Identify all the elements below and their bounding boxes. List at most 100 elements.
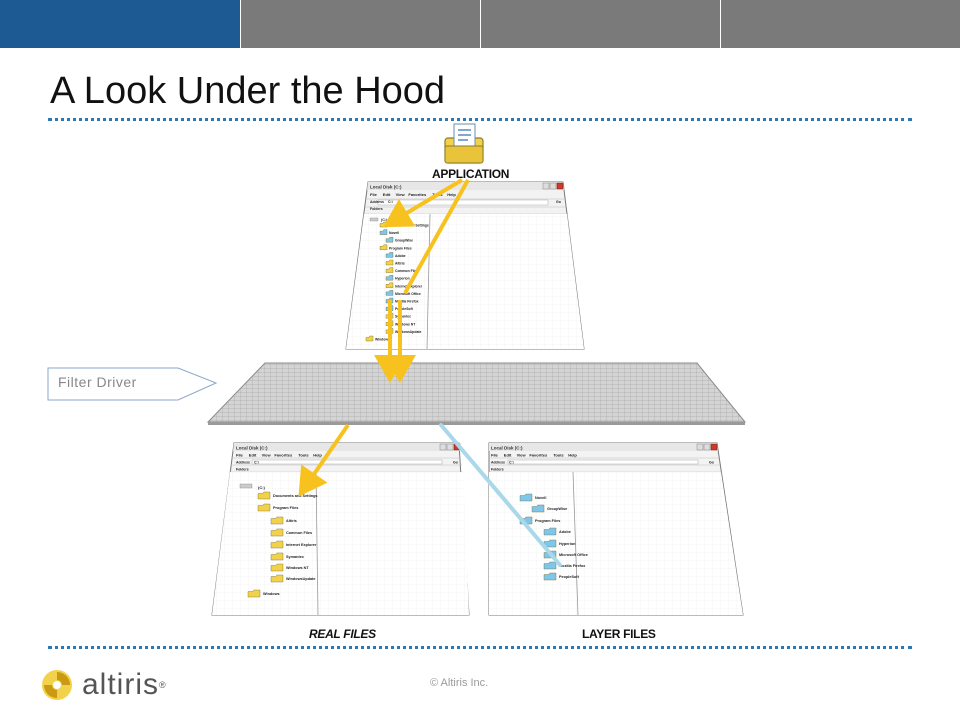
- real-files-window: [211, 442, 470, 616]
- menu-item: Edit: [249, 453, 257, 458]
- tree-item: Windows: [375, 338, 390, 342]
- folder-icon: [247, 589, 261, 598]
- tree-item: GroupWise: [547, 507, 567, 511]
- folder-icon: [257, 503, 271, 512]
- tree-item: WindowsUpdate: [286, 577, 316, 581]
- folder-icon: [270, 574, 284, 583]
- tree-item: PeopleSoft: [559, 575, 580, 579]
- tree-item: Novell: [535, 496, 546, 500]
- layer-files-window: [488, 442, 744, 616]
- tree-item: Documents and Settings: [273, 494, 318, 498]
- real-window-title: Local Disk (C:): [236, 446, 268, 451]
- tree-item: WindowsUpdate: [395, 330, 421, 334]
- app-to-folder-arrow: [383, 178, 464, 228]
- layer-files-label: LAYER FILES: [582, 627, 656, 641]
- altiris-swirl-icon: [42, 670, 72, 700]
- filter-driver-plane: [206, 362, 747, 425]
- menu-item: Tools: [553, 453, 564, 458]
- address-value: C:\: [254, 461, 259, 465]
- menu-item: Favorites: [408, 192, 427, 197]
- folder-icon: [531, 504, 545, 513]
- address-value: C:\: [509, 461, 514, 465]
- tree-item: Altiris: [395, 262, 405, 266]
- menu-item: Tools: [298, 453, 309, 458]
- go-button-label: Go: [556, 200, 561, 204]
- folder-icon: [385, 259, 394, 266]
- menu-item: Favorites: [529, 453, 548, 458]
- folder-icon: [385, 290, 394, 296]
- folder-icon: [543, 527, 557, 536]
- tree-item: Microsoft Office: [395, 292, 421, 296]
- tree-item: PeopleSoft: [395, 307, 414, 311]
- layer-files-arrow: [439, 423, 562, 567]
- menu-item: File: [491, 453, 499, 458]
- tree-root: (C:): [258, 485, 266, 490]
- tree-item: Program Files: [535, 519, 560, 523]
- tree-item: Program Files: [273, 506, 298, 510]
- layer-window-title: Local Disk (C:): [491, 446, 523, 451]
- go-button-label: Go: [709, 461, 714, 465]
- tree-item: Program Files: [389, 246, 412, 250]
- folder-icon: [385, 275, 394, 281]
- folders-header: Folders: [236, 468, 249, 472]
- application-label: APPLICATION: [432, 167, 510, 181]
- tree-item: Windows: [263, 592, 280, 596]
- address-label: Address: [491, 461, 505, 465]
- tree-item: Common Files: [286, 531, 312, 535]
- application-icon: [444, 123, 484, 164]
- top-bar-blue-segment: [0, 0, 240, 48]
- tree-item: Adobe: [395, 254, 406, 258]
- top-bar-gray-segment-3: [721, 0, 960, 48]
- folder-icon: [257, 491, 271, 500]
- tree-item: Novell: [389, 231, 399, 235]
- folder-icon: [270, 516, 284, 525]
- tree-item: Adobe: [559, 530, 571, 534]
- go-button-label: Go: [453, 461, 458, 465]
- folder-icon: [365, 335, 374, 342]
- folder-icon: [270, 540, 284, 549]
- folder-icon: [379, 229, 388, 235]
- tree-item: Documents and Settings: [389, 224, 429, 228]
- menu-item: Help: [447, 192, 456, 197]
- menu-item: File: [370, 192, 378, 197]
- menu-item: View: [517, 453, 527, 458]
- folder-icon: [270, 528, 284, 537]
- menu-item: Edit: [504, 453, 512, 458]
- menu-item: Edit: [383, 192, 391, 197]
- address-value: C:\: [388, 200, 393, 204]
- tree-item: Internet Explorer: [286, 543, 317, 547]
- filter-driver-tag: [47, 367, 218, 401]
- altiris-logo: altiris ®: [40, 668, 166, 702]
- folder-icon: [270, 563, 284, 572]
- tree-item: GroupWise: [395, 239, 413, 243]
- top-window-title: Local Disk (C:): [370, 185, 402, 190]
- folders-header: Folders: [491, 468, 504, 472]
- tree-item: Hyperion: [395, 277, 410, 281]
- menu-item: Help: [568, 453, 577, 458]
- tree-item: Mozilla Firefox: [559, 564, 586, 568]
- tree-item: Symantec: [286, 555, 304, 559]
- tree-item: Windows NT: [395, 322, 416, 326]
- real-files-label: REAL FILES: [309, 627, 376, 641]
- top-dotted-rule: [48, 118, 912, 121]
- tree-item: Mozilla Firefox: [395, 300, 419, 304]
- folder-icon: [385, 282, 394, 288]
- logo-wordmark: altiris: [82, 668, 160, 701]
- bottom-dotted-rule: [48, 646, 912, 649]
- copyright-text: © Altiris Inc.: [430, 677, 489, 689]
- slide-title: A Look Under the Hood: [50, 70, 446, 112]
- data-flow-arrows: [298, 178, 562, 567]
- top-bar-gray-segment-1: [241, 0, 480, 48]
- address-label: Address: [370, 200, 384, 204]
- menu-item: File: [236, 453, 244, 458]
- folder-icon: [385, 267, 394, 273]
- folder-icon: [385, 237, 394, 243]
- filter-driver-label: Filter Driver: [58, 374, 137, 390]
- folders-header: Folders: [370, 207, 383, 211]
- menu-item: View: [396, 192, 406, 197]
- top-bar-gray-segment-2: [481, 0, 720, 48]
- address-label: Address: [236, 461, 250, 465]
- menu-item: Favorites: [274, 453, 293, 458]
